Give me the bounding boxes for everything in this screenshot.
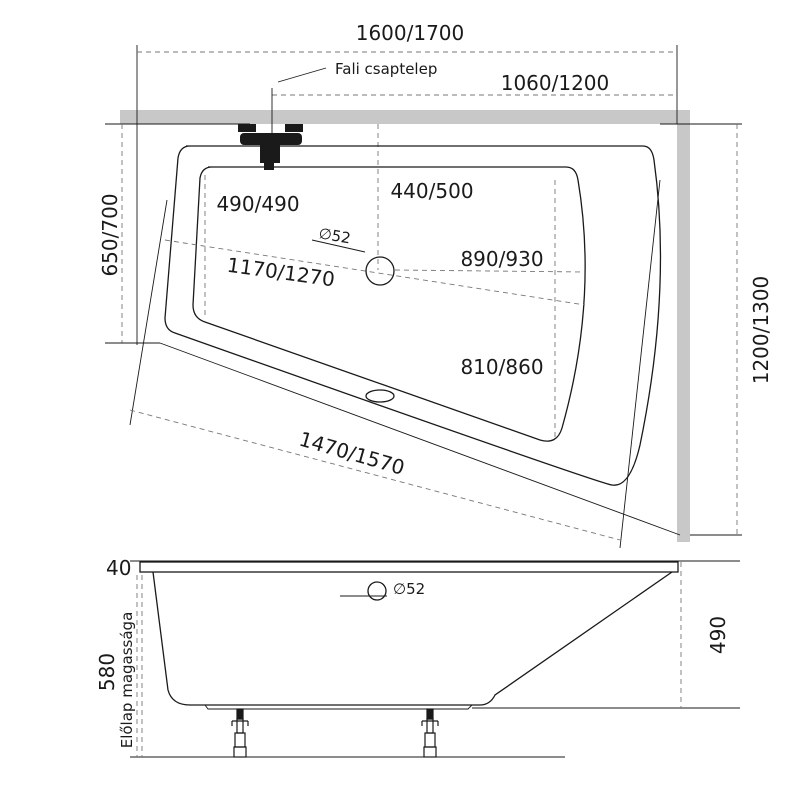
faucet-icon [238, 124, 303, 170]
adjustable-foot-icon [231, 708, 249, 758]
tub-top-view [129, 145, 681, 549]
rim-thickness-label: 40 [106, 556, 131, 580]
dim-b-label: 440/500 [390, 179, 473, 203]
overflow-diameter-label: ∅52 [393, 580, 425, 598]
total-height-label: 580 [95, 653, 119, 691]
overflow-icon [365, 389, 395, 403]
right-depth-label: 1200/1300 [749, 276, 773, 385]
drain-icon [365, 256, 395, 286]
wall [120, 110, 690, 542]
depth-label: 490 [706, 616, 730, 654]
adjustable-foot-icon [421, 708, 439, 758]
dim-d-label: 890/930 [460, 247, 543, 271]
panel-height-label: Előlap magassága [118, 612, 136, 749]
tub-side-view [130, 560, 740, 758]
overall-width-label: 1600/1700 [356, 21, 465, 45]
faucet-label: Fali csaptelep [335, 60, 437, 78]
dim-c-label: 1170/1270 [226, 253, 337, 292]
dim-a-label: 490/490 [216, 192, 299, 216]
left-depth-label: 650/700 [98, 193, 122, 276]
drain-diameter-label: ∅52 [317, 224, 352, 247]
front-length-label: 1470/1570 [296, 427, 407, 480]
dim-e-label: 810/860 [460, 355, 543, 379]
inner-width-label: 1060/1200 [501, 71, 610, 95]
